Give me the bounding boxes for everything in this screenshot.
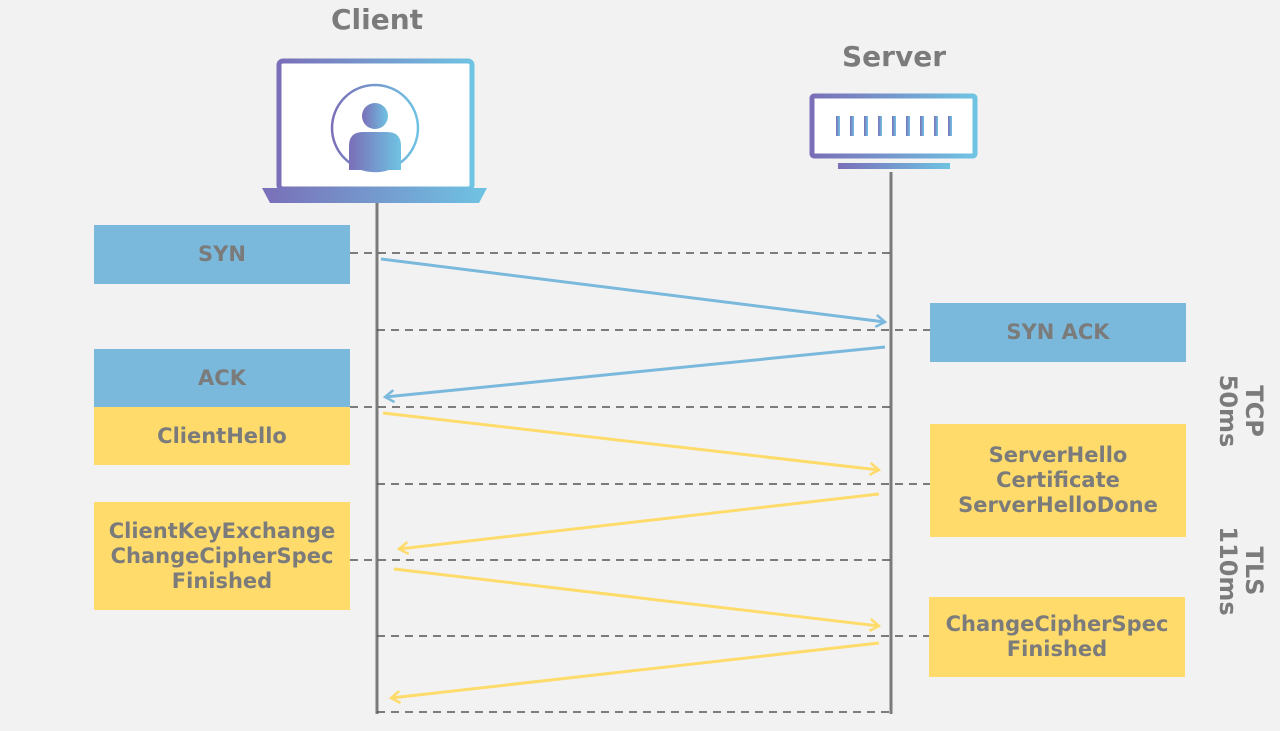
syn-label: SYN [198, 242, 246, 266]
server-finish-box: ChangeCipherSpec Finished [929, 597, 1185, 677]
dashed-guides [350, 252, 930, 713]
server-title: Server [841, 40, 947, 73]
server-finished-line: Finished [1006, 637, 1108, 661]
laptop-user-icon [262, 58, 487, 203]
client-change-cipher-line: ChangeCipherSpec [110, 543, 334, 568]
server-rack-icon [809, 93, 978, 169]
server-hello-done-line: ServerHelloDone [958, 493, 1158, 517]
certificate-line: Certificate [996, 468, 1120, 492]
syn-ack-box: SYN ACK [930, 303, 1186, 362]
tcp-name: TCP [1240, 385, 1268, 437]
tls-duration: 110ms [1214, 526, 1242, 616]
arrow-syn-ack [385, 345, 886, 397]
tls-phase-label: TLS 110ms [1214, 526, 1268, 616]
server-slots [836, 116, 952, 136]
server-hello-box: ServerHello Certificate ServerHelloDone [930, 424, 1186, 537]
client-finished-line: Finished [171, 568, 273, 593]
ack-box: ACK [94, 349, 350, 407]
syn-box: SYN [94, 225, 350, 284]
client-hello-label: ClientHello [157, 423, 287, 448]
ack-label: ACK [198, 365, 246, 390]
client-title: Client [330, 3, 424, 36]
arrow-syn [380, 257, 885, 322]
arrow-server-finish [391, 641, 880, 698]
tcp-duration: 50ms [1214, 374, 1242, 448]
client-key-exchange-line: ClientKeyExchange [108, 518, 336, 543]
arrow-client-key [393, 567, 879, 626]
client-hello-box: ClientHello [94, 407, 350, 465]
tls-name: TLS [1240, 546, 1268, 596]
arrow-server-hello [399, 492, 880, 549]
tcp-phase-label: TCP 50ms [1214, 371, 1268, 451]
server-change-cipher-line: ChangeCipherSpec [945, 612, 1169, 636]
syn-ack-label: SYN ACK [1006, 320, 1110, 344]
server-hello-line: ServerHello [988, 443, 1128, 467]
client-key-box: ClientKeyExchange ChangeCipherSpec Finis… [94, 502, 350, 610]
arrow-client-hello [382, 411, 879, 470]
